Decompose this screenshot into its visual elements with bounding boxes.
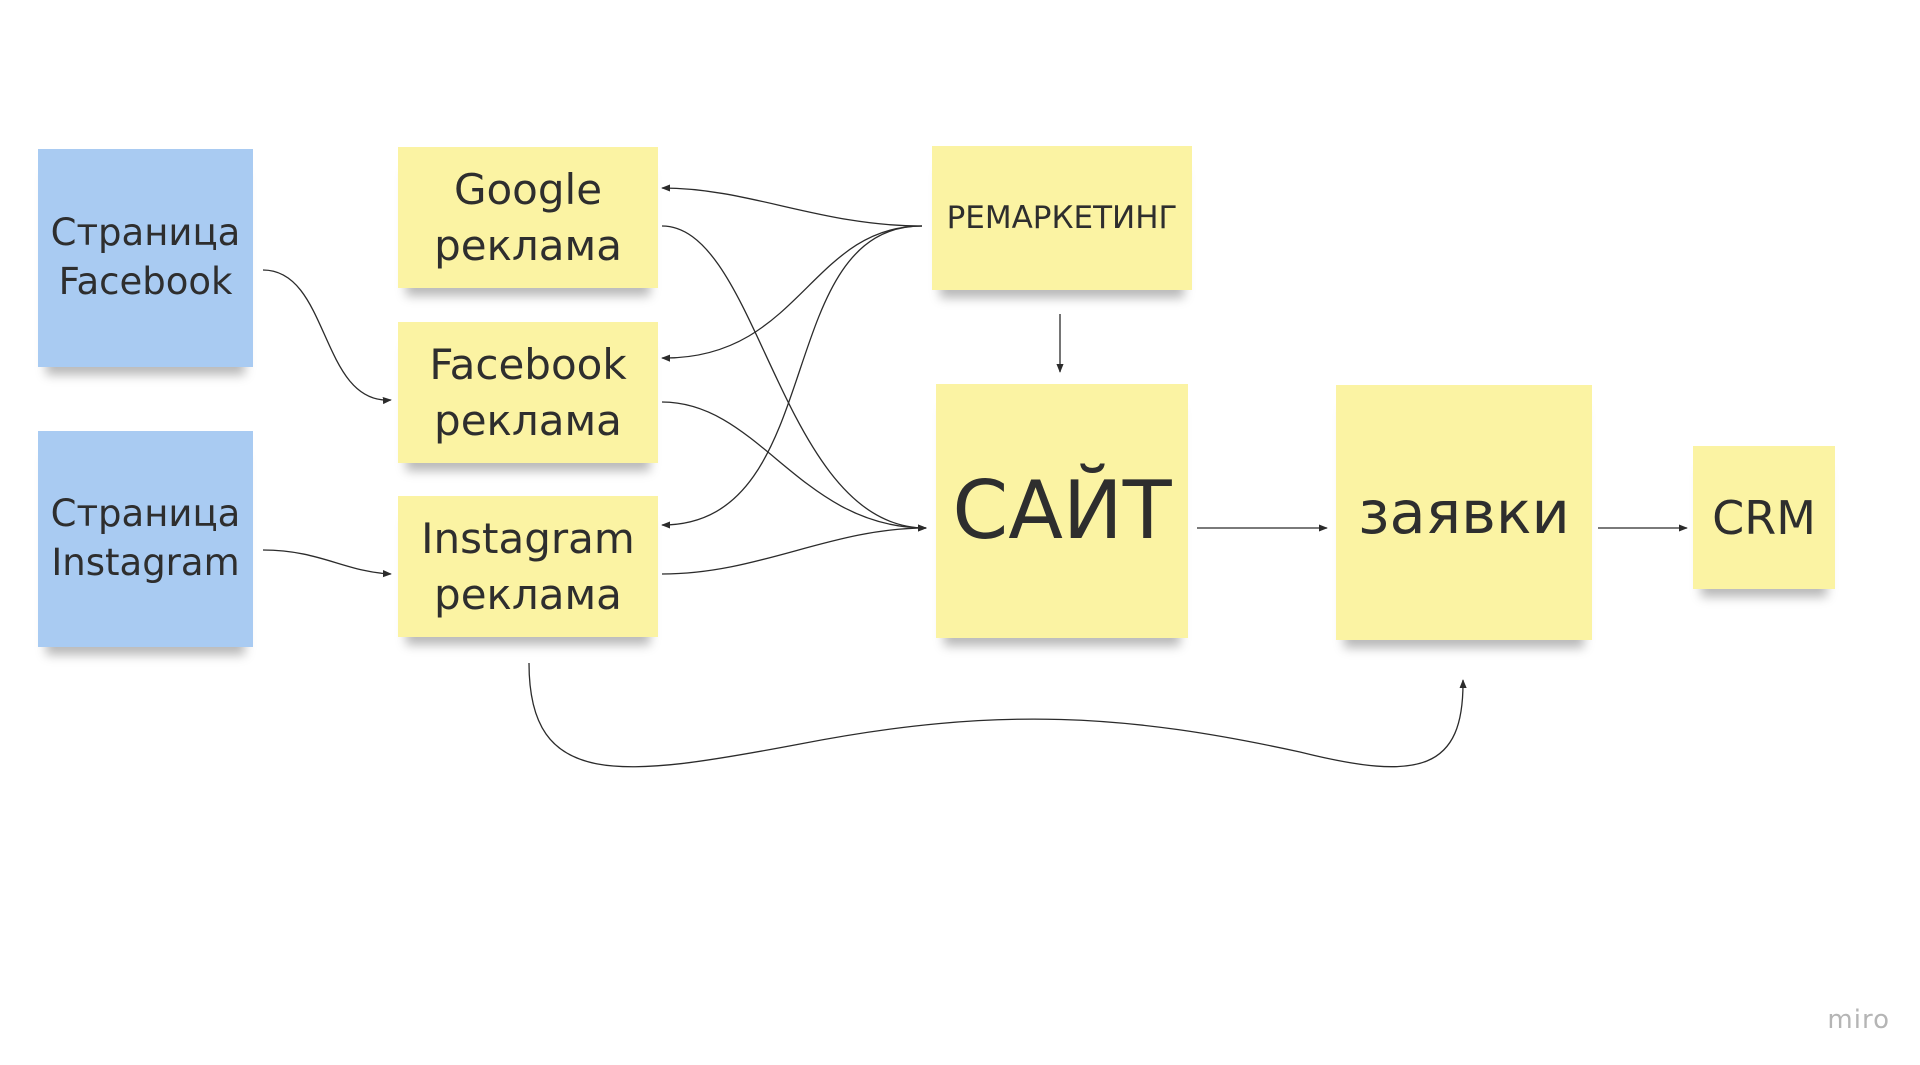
edge-facebook-ads-to-site: [661, 401, 927, 532]
instagram-ads-label: Instagram реклама: [421, 514, 635, 619]
edge-remarketing-to-facebook-ads: [661, 225, 923, 362]
crm-sticky: CRM: [1693, 446, 1835, 589]
edge-remarketing-to-google-ads: [661, 184, 923, 227]
page-facebook-sticky: Страница Facebook: [38, 149, 253, 367]
remarketing-sticky: РЕМАРКЕТИНГ: [932, 146, 1192, 290]
edge-google-ads-to-site: [661, 225, 927, 532]
site-label: САЙТ: [952, 464, 1172, 557]
page-instagram-label: Страница Instagram: [50, 492, 241, 584]
edge-page-facebook-to-facebook-ads: [262, 269, 392, 405]
remarketing-label: РЕМАРКЕТИНГ: [946, 199, 1178, 236]
edge-remarketing-to-instagram-ads: [661, 225, 923, 529]
crm-label: CRM: [1712, 490, 1816, 545]
google-ads-sticky: Google реклама: [398, 147, 658, 288]
facebook-ads-label: Facebook реклама: [429, 340, 627, 445]
site-sticky: САЙТ: [936, 384, 1188, 638]
edge-instagram-ads-to-leads: [528, 662, 1467, 768]
instagram-ads-sticky: Instagram реклама: [398, 496, 658, 637]
facebook-ads-sticky: Facebook реклама: [398, 322, 658, 463]
leads-sticky: заявки: [1336, 385, 1592, 640]
miro-watermark: miro: [1827, 1005, 1890, 1035]
google-ads-label: Google реклама: [434, 165, 622, 270]
page-instagram-sticky: Страница Instagram: [38, 431, 253, 647]
page-facebook-label: Страница Facebook: [50, 211, 241, 303]
edge-page-instagram-to-instagram-ads: [262, 549, 392, 578]
leads-label: заявки: [1358, 478, 1570, 547]
edge-instagram-ads-to-site: [661, 524, 927, 575]
